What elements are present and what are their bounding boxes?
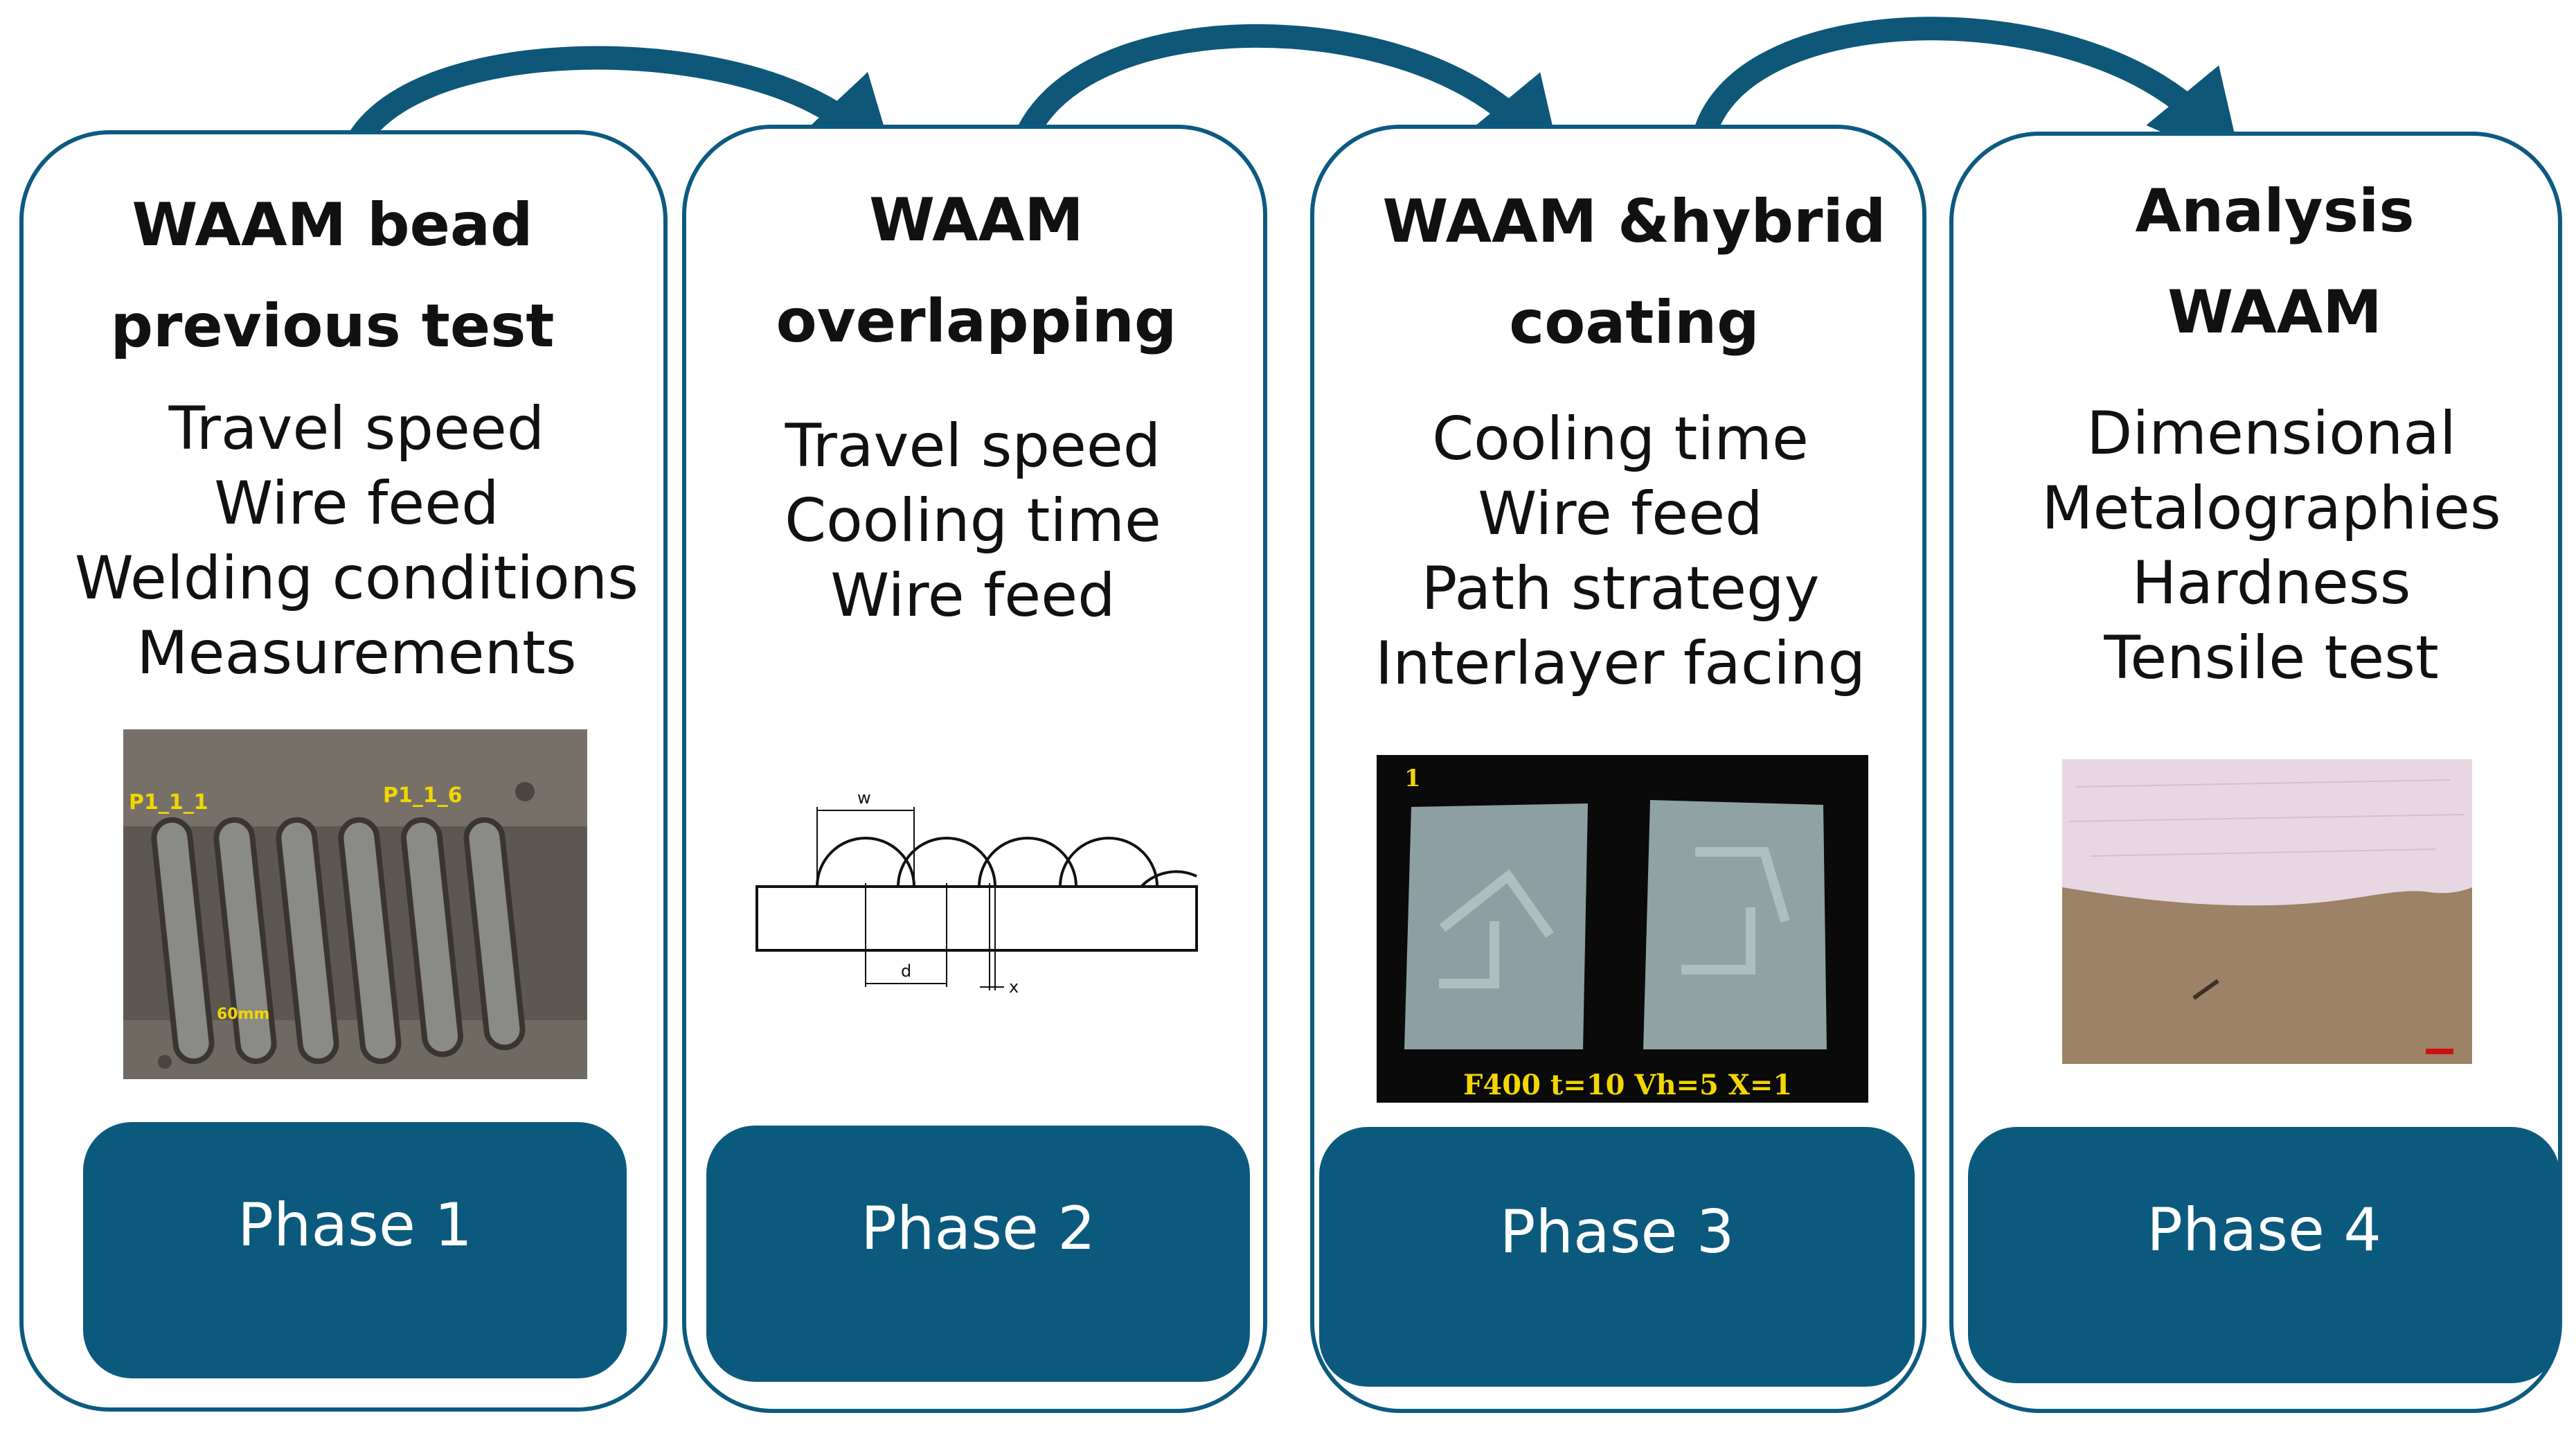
photo-label-p1-1-1: P1_1_1 [129, 790, 208, 815]
phase-2-item: Cooling time [785, 486, 1161, 555]
phase-4-button[interactable]: Phase 4 [1968, 1127, 2560, 1383]
phase-2-title-line-1: WAAM [869, 186, 1084, 255]
phase-4-title-line-2: WAAM [2167, 278, 2382, 347]
phase-3-item: Cooling time [1432, 405, 1809, 474]
schematic-label-d: d [901, 961, 911, 981]
weld-bead-photo: P1_1_1 P1_1_6 60mm [123, 729, 587, 1079]
phase-1-button[interactable]: Phase 1 [83, 1122, 627, 1378]
phase-4-item: Dimensional [2086, 399, 2456, 468]
photo-caption: F400 t=10 Vh=5 X=1 [1463, 1069, 1792, 1101]
phase-1-items: Travel speed Wire feed Welding condition… [42, 391, 672, 691]
phase-4-title: Analysis WAAM [1998, 161, 2552, 363]
phase-2-title-line-2: overlapping [776, 287, 1177, 356]
phase-4-label: Phase 4 [2147, 1196, 2381, 1265]
phase-3-item: Wire feed [1478, 479, 1763, 549]
phase-2-item: Wire feed [830, 561, 1116, 630]
arrow-phase3-to-phase4 [1692, 17, 2243, 168]
phase-1-title-line-1: WAAM bead [132, 190, 533, 260]
phase-2-item: Travel speed [785, 411, 1161, 481]
phase-1-title-line-2: previous test [110, 292, 555, 361]
phase-3-item: Path strategy [1421, 554, 1820, 623]
phase-4-item: Tensile test [2104, 623, 2439, 693]
phase-2-button[interactable]: Phase 2 [706, 1126, 1250, 1382]
phase-3-label: Phase 3 [1499, 1197, 1735, 1267]
phase-3-title-line-2: coating [1509, 288, 1760, 357]
phase-3-title-line-1: WAAM &hybrid [1382, 187, 1886, 256]
phase-4-items: Dimensional Metalographies Hardness Tens… [1974, 396, 2569, 695]
phase-1-title: WAAM bead previous test [69, 175, 596, 377]
phase-4-item: Hardness [2131, 549, 2411, 618]
micrograph-photo [2062, 759, 2472, 1064]
phase-2-title: WAAM overlapping [734, 170, 1219, 372]
phase-2-label: Phase 2 [861, 1194, 1095, 1263]
phase-3-item: Interlayer facing [1375, 629, 1866, 698]
phase-3-items: Cooling time Wire feed Path strategy Int… [1330, 402, 1911, 701]
arrow-phase2-to-phase3 [1010, 24, 1564, 175]
photo-label-sample-number: 1 [1404, 765, 1421, 792]
photo-label-p1-1-6: P1_1_6 [383, 783, 463, 808]
phase-1-item: Measurements [136, 619, 577, 688]
schematic-label-x: x [1009, 977, 1019, 997]
overlap-schematic: w d x [755, 788, 1198, 997]
phase-4-title-line-1: Analysis [2135, 177, 2415, 246]
phase-1-label: Phase 1 [238, 1191, 472, 1260]
phase-1-item: Travel speed [168, 394, 545, 463]
schematic-label-w: w [857, 788, 871, 808]
coating-sample-photo: 1 F400 t=10 Vh=5 X=1 [1377, 755, 1868, 1103]
phase-1-item: Welding conditions [74, 544, 639, 613]
phase-2-items: Travel speed Cooling time Wire feed [692, 409, 1253, 633]
photo-label-60mm: 60mm [217, 1006, 269, 1023]
arrow-phase1-to-phase2 [338, 46, 898, 173]
phase-1-item: Wire feed [214, 469, 499, 538]
phase-3-button[interactable]: Phase 3 [1319, 1127, 1915, 1387]
phase-4-item: Metalographies [2041, 474, 2501, 543]
phase-3-title: WAAM &hybrid coating [1357, 171, 1911, 373]
